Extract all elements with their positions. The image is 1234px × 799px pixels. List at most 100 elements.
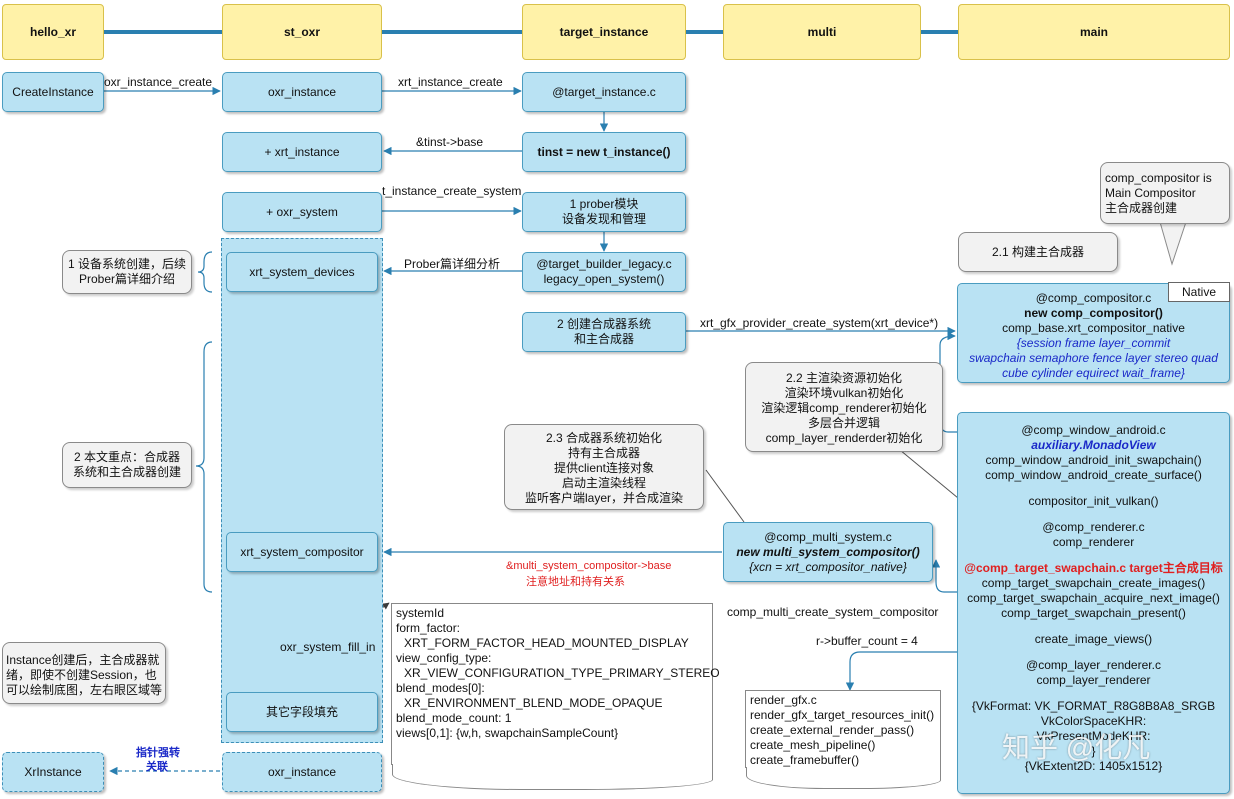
xrt-system-devices-box[interactable]: xrt_system_devices xyxy=(226,252,378,292)
tinst-new-label: tinst = new t_instance() xyxy=(537,144,671,159)
doc-line: blend_modes[0]: xyxy=(396,681,485,695)
main-line-layer-renderer: comp_layer_renderer xyxy=(1036,673,1151,687)
oxr-system-label: + oxr_system xyxy=(266,204,338,219)
main-line-init-swapchain: comp_window_android_init_swapchain() xyxy=(985,453,1202,467)
doc-line: view_config_type: xyxy=(396,651,492,665)
prober-module-box[interactable]: 1 prober模块 设备发现和管理 xyxy=(522,192,686,232)
main-line-colorspace: VkColorSpaceKHR: xyxy=(1040,714,1147,728)
comp-compositor-line-1: @comp_compositor.c xyxy=(1035,291,1152,305)
render-line: render_gfx_target_resources_init() xyxy=(750,708,935,722)
multi-line-1: @comp_multi_system.c xyxy=(764,529,892,544)
xr-instance-box[interactable]: XrInstance xyxy=(2,752,104,792)
target-instance-c-box[interactable]: @target_instance.c xyxy=(522,72,686,112)
device-system-note: 1 设备系统创建，后续 Prober篇详细介绍 xyxy=(62,250,192,294)
callout-line: Main Compositor xyxy=(1105,186,1196,200)
lane-multi: multi xyxy=(723,4,921,60)
oxr-instance-box[interactable]: oxr_instance xyxy=(222,72,382,112)
main-line-acquire-next-image: comp_target_swapchain_acquire_next_image… xyxy=(967,591,1220,605)
main-compositor-box[interactable]: @comp_window_android.c auxiliary.MonadoV… xyxy=(957,412,1230,794)
label-t-instance-create-system: t_instance_create_system xyxy=(382,184,522,198)
main-line-layer-renderer-c: @comp_layer_renderer.c xyxy=(1026,658,1161,672)
main-line-init-vulkan: compositor_init_vulkan() xyxy=(1028,494,1159,508)
render-init-callout: 2.2 主渲染资源初始化 渲染环境vulkan初始化 渲染逻辑comp_rend… xyxy=(745,362,943,452)
label-ptr-link: 关联 xyxy=(146,761,168,773)
render-line: create_external_render_pass() xyxy=(750,723,915,737)
xrt-system-compositor-label: xrt_system_compositor xyxy=(240,544,364,559)
callout-line: comp_compositor is xyxy=(1105,171,1212,185)
main-line-presentmode: VkPresentModeKHR: xyxy=(1036,729,1151,743)
main-line-present: comp_target_swapchain_present() xyxy=(1001,606,1186,620)
main-line-create-images: comp_target_swapchain_create_images() xyxy=(981,576,1206,590)
instance-note: Instance创建后，主合成器就 绪，即使不创建Session，也 可以绘制底… xyxy=(2,642,166,704)
callout-line: 2.2 主渲染资源初始化 xyxy=(785,371,903,385)
label-comp-multi-create: comp_multi_create_system_compositor xyxy=(727,605,939,619)
target-instance-c-label: @target_instance.c xyxy=(552,84,656,99)
prober-line-1: 1 prober模块 xyxy=(569,197,639,211)
target-builder-legacy-box[interactable]: @target_builder_legacy.c legacy_open_sys… xyxy=(522,252,686,292)
comp-compositor-line-2: new comp_compositor() xyxy=(1024,306,1163,320)
oxr-system-group xyxy=(221,238,383,743)
callout-line: comp_layer_renderder初始化 xyxy=(765,431,923,445)
doc-line: form_factor: xyxy=(396,621,461,635)
render-line: render_gfx.c xyxy=(750,693,817,707)
create-instance-box[interactable]: CreateInstance xyxy=(2,72,104,112)
xrt-system-devices-label: xrt_system_devices xyxy=(249,264,355,279)
create-instance-label: CreateInstance xyxy=(12,84,94,99)
label-gfx-provider: xrt_gfx_provider_create_system(xrt_devic… xyxy=(700,316,939,330)
label-prober-detail: Prober篇详细分析 xyxy=(404,257,501,271)
compsys-line-2: 和主合成器 xyxy=(573,332,634,346)
main-line-brace-close: } xyxy=(1091,744,1096,758)
label-ptr-cast: 指针强转 xyxy=(136,747,180,759)
callout-line: 主合成器创建 xyxy=(1105,201,1178,215)
other-fields-label: 其它字段填充 xyxy=(265,704,338,719)
other-fields-box[interactable]: 其它字段填充 xyxy=(226,692,378,732)
note-line: 可以绘制底图，左右眼区域等 xyxy=(6,683,163,697)
watermark: 知乎 @化凡 xyxy=(1002,732,1151,763)
doc-line: XR_ENVIRONMENT_BLEND_MODE_OPAQUE xyxy=(404,696,663,710)
xrt-instance-box[interactable]: + xrt_instance xyxy=(222,132,382,172)
system-doc-wave xyxy=(392,764,713,790)
prober-line-2: 设备发现和管理 xyxy=(561,212,646,226)
note-line: 绪，即使不创建Session，也 xyxy=(6,668,157,682)
note-line: 系统和主合成器创建 xyxy=(72,465,181,479)
main-line-monado-view: auxiliary.MonadoView xyxy=(1031,438,1156,452)
oxr-system-box[interactable]: + oxr_system xyxy=(222,192,382,232)
note-line: 1 设备系统创建，后续 xyxy=(67,257,186,271)
xrt-instance-label: + xrt_instance xyxy=(264,144,340,159)
compsys-line-1: 2 创建合成器系统 xyxy=(556,317,651,331)
label-multi-base: &multi_system_compositor->base xyxy=(506,560,672,572)
comp-compositor-is-callout: comp_compositor is Main Compositor 主合成器创… xyxy=(1100,162,1230,224)
xrt-system-compositor-box[interactable]: xrt_system_compositor xyxy=(226,532,378,572)
callout-line: 提供client连接对象 xyxy=(553,461,654,475)
callout-line: 多层合并逻辑 xyxy=(807,416,880,430)
render-gfx-doc: render_gfx.c render_gfx_target_resources… xyxy=(745,690,941,768)
main-line-create-surface: comp_window_android_create_surface() xyxy=(985,468,1202,482)
note-line: 2 本文重点：合成器 xyxy=(73,450,180,464)
tinst-new-box[interactable]: tinst = new t_instance() xyxy=(522,132,686,172)
main-line-renderer-c: @comp_renderer.c xyxy=(1042,520,1145,534)
main-line-target-swapchain: @comp_target_swapchain.c target主合成目标 xyxy=(964,561,1223,575)
multi-line-2: new multi_system_compositor() xyxy=(736,544,920,559)
comp-compositor-box[interactable]: @comp_compositor.c new comp_compositor()… xyxy=(957,283,1230,383)
create-compositor-system-box[interactable]: 2 创建合成器系统 和主合成器 xyxy=(522,312,686,352)
oxr-instance-label: oxr_instance xyxy=(267,84,337,99)
main-line-extent: {VkExtent2D: 1405x1512} xyxy=(1024,759,1163,773)
focus-note: 2 本文重点：合成器 系统和主合成器创建 xyxy=(62,442,192,488)
render-line: create_mesh_pipeline() xyxy=(750,738,876,752)
comp-compositor-line-3: comp_base.xrt_compositor_native xyxy=(1002,321,1185,335)
label-xrt-instance-create: xrt_instance_create xyxy=(398,75,503,89)
multi-system-box[interactable]: @comp_multi_system.c new multi_system_co… xyxy=(723,522,933,582)
comp-compositor-line-5: swapchain semaphore fence layer stereo q… xyxy=(969,351,1218,365)
callout-line: 渲染逻辑comp_renderer初始化 xyxy=(761,401,927,415)
legacy-line-2: legacy_open_system() xyxy=(543,272,665,286)
oxr-instance-bottom-box[interactable]: oxr_instance xyxy=(222,752,382,792)
lane-target-instance: target_instance xyxy=(522,4,686,60)
doc-line: blend_mode_count: 1 xyxy=(396,711,512,725)
doc-line: XRT_FORM_FACTOR_HEAD_MOUNTED_DISPLAY xyxy=(404,636,689,650)
note-line: Instance创建后，主合成器就 xyxy=(6,653,160,667)
callout-line: 持有主合成器 xyxy=(567,446,640,460)
xr-instance-label: XrInstance xyxy=(24,764,82,779)
label-oxr-fill-in: oxr_system_fill_in xyxy=(280,640,376,654)
callout-line: 渲染环境vulkan初始化 xyxy=(784,386,904,400)
render-line: create_framebuffer() xyxy=(750,753,860,767)
